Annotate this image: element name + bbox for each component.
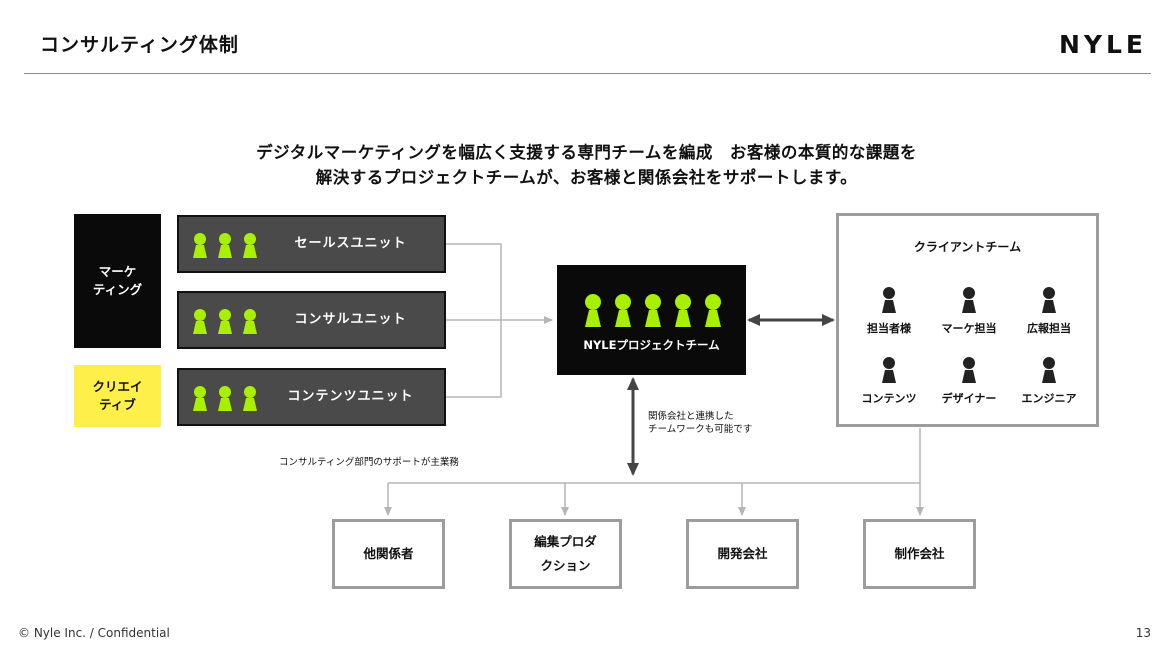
person-icon [243,309,257,334]
client-role: マーケ担当 [941,322,997,335]
page-title: コンサルティング体制 [40,34,239,56]
person-icon [962,357,976,383]
unit-content: コンテンツユニット [177,368,446,426]
nyle-project-team: NYLEプロジェクトチーム [557,265,746,375]
client-team: クライアントチーム 担当者様 マーケ担当 広報担当 コンテンツ デザイナー エン… [836,213,1099,427]
units-to-hub-connector [446,243,553,398]
hub-label: NYLEプロジェクトチーム [583,338,720,352]
person-icon [645,294,661,327]
person-icon [218,233,232,258]
header-divider [24,73,1151,74]
person-icon [962,287,976,313]
person-icon [193,386,207,411]
partner-editorial-production: 編集プロダ クション [509,519,622,589]
partner-other-stakeholders: 他関係者 [332,519,445,589]
lead-text-line-2: 解決するプロジェクトチームが、お客様と関係会社をサポートします。 [315,168,858,187]
client-role: コンテンツ [861,392,917,405]
person-icon [243,386,257,411]
person-icon [243,233,257,258]
unit-label: セールスユニット [294,236,407,251]
person-icon [882,287,896,313]
client-role: 担当者様 [867,322,911,335]
unit-label: コンサルユニット [294,312,407,327]
client-role: エンジニア [1021,392,1077,405]
department-creative: クリエイ ティブ [74,365,161,427]
person-icon [585,294,601,327]
person-icon [193,309,207,334]
person-icon [1042,287,1056,313]
person-icon [193,233,207,258]
partner-production-company: 制作会社 [863,519,976,589]
unit-sales: セールスユニット [177,215,446,273]
client-team-title: クライアントチーム [913,240,1022,254]
person-icon [675,294,691,327]
partner-development-company: 開発会社 [686,519,799,589]
department-marketing: マーケ ティング [74,214,161,348]
nyle-logo: NYLE [1058,30,1147,59]
lead-text-line-1: デジタルマーケティングを幅広く支援する専門チームを編成 お客様の本質的な課題を [256,143,917,162]
client-role: デザイナー [941,392,997,405]
person-icon [615,294,631,327]
support-note: コンサルティング部門のサポートが主業務 [279,457,459,468]
collaboration-note: 関係会社と連携した チームワークも可能です [648,411,753,435]
page-number: 13 [1135,626,1151,640]
footer-copyright: © Nyle Inc. / Confidential [18,626,170,640]
person-icon [218,386,232,411]
partners-bus [384,428,924,516]
person-icon [1042,357,1056,383]
unit-consulting: コンサルユニット [177,291,446,349]
client-role: 広報担当 [1027,322,1071,335]
person-icon [705,294,721,327]
unit-label: コンテンツユニット [287,389,414,404]
person-icon [882,357,896,383]
person-icon [218,309,232,334]
